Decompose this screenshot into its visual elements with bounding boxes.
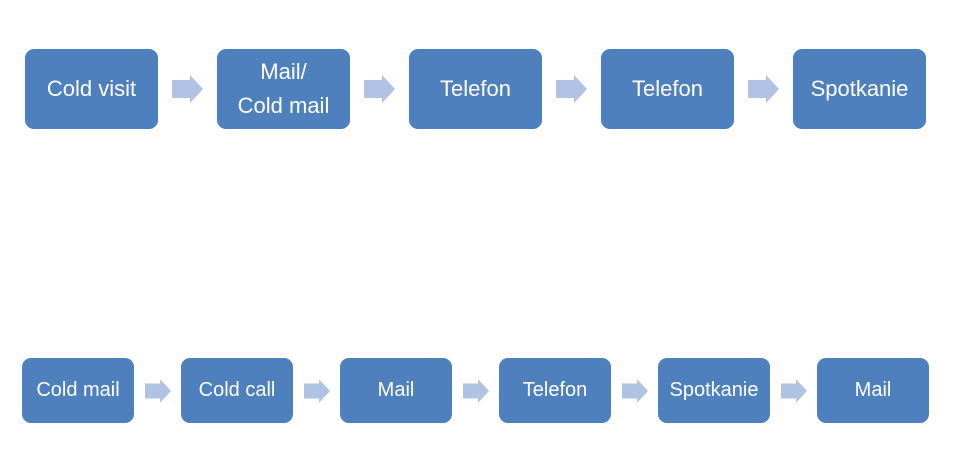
arrow-gap [611, 378, 658, 403]
flow-step-spotkanie: Spotkanie [793, 49, 926, 129]
flow-step-telefon-1: Telefon [409, 49, 542, 129]
arrow-gap [158, 75, 217, 103]
flow-step-label: Mail [377, 379, 415, 401]
flow-step-mail-1: Mail [340, 358, 452, 423]
flow-step-label: Spotkanie [669, 379, 759, 401]
top-flow-row: Cold visit Mail/ Cold mail Telefon Telef… [25, 49, 926, 129]
flow-step-label: Cold visit [46, 75, 137, 101]
flow-step-telefon-2: Telefon [601, 49, 734, 129]
flow-step-mail-2: Mail [817, 358, 929, 423]
arrow-gap [134, 378, 181, 403]
flow-step-mail-cold-mail: Mail/ Cold mail [217, 49, 350, 129]
arrow-gap [770, 378, 817, 403]
arrow-gap [542, 75, 601, 103]
flow-step-label: Cold mail [36, 379, 120, 401]
right-arrow-icon [144, 378, 171, 403]
bottom-flow-row: Cold mail Cold call Mail Telefon Spotkan… [22, 358, 929, 423]
right-arrow-icon [462, 378, 489, 403]
flow-step-label: Cold mail [237, 93, 330, 118]
flow-step-label: Mail [854, 379, 892, 401]
arrow-gap [734, 75, 793, 103]
right-arrow-icon [621, 378, 648, 403]
arrow-gap [350, 75, 409, 103]
flow-step-label: Telefon [632, 75, 703, 101]
flow-step-label: Telefon [440, 75, 511, 101]
arrow-gap [452, 378, 499, 403]
right-arrow-icon [303, 378, 330, 403]
right-arrow-icon [780, 378, 807, 403]
flow-step-cold-call: Cold call [181, 358, 293, 423]
flow-step-cold-visit: Cold visit [25, 49, 158, 129]
flow-step-spotkanie: Spotkanie [658, 358, 770, 423]
flow-step-label: Telefon [522, 379, 588, 401]
flow-step-cold-mail: Cold mail [22, 358, 134, 423]
right-arrow-icon [556, 75, 587, 103]
flow-step-label: Spotkanie [810, 75, 909, 101]
right-arrow-icon [172, 75, 203, 103]
right-arrow-icon [748, 75, 779, 103]
flow-step-label: Cold call [198, 379, 276, 401]
arrow-gap [293, 378, 340, 403]
right-arrow-icon [364, 75, 395, 103]
flow-step-telefon: Telefon [499, 358, 611, 423]
flow-step-label: Mail/ [260, 58, 307, 84]
